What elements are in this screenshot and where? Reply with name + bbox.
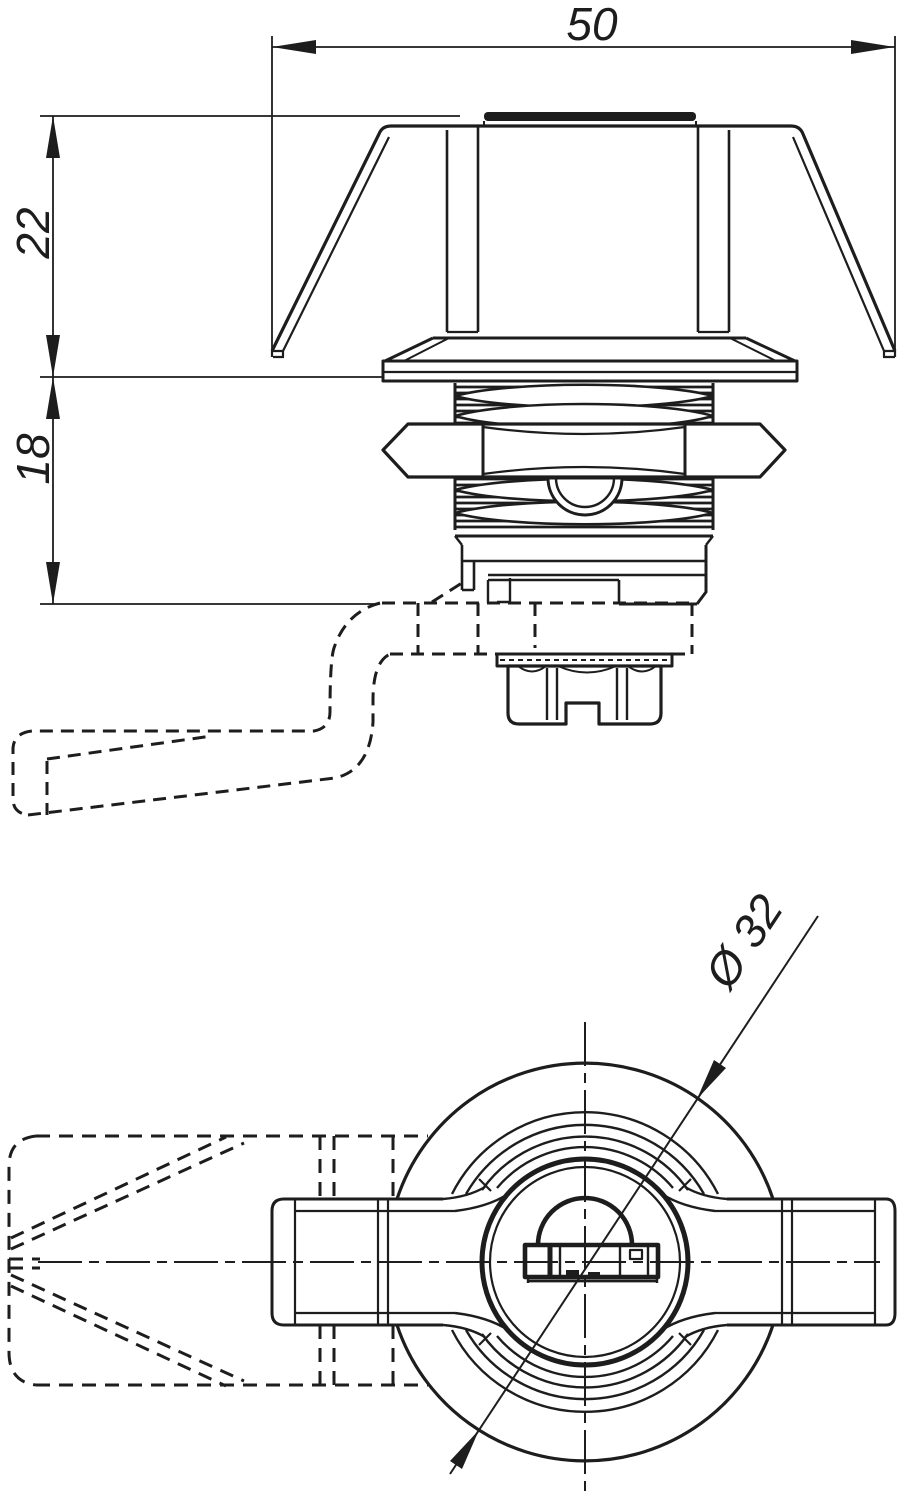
dim-22-label: 22 <box>7 207 59 259</box>
cam-arm-upper-edge <box>11 601 381 817</box>
cam-arm-tip-edges <box>45 734 213 815</box>
body-base-outline <box>455 534 713 606</box>
dim-18-label: 18 <box>7 433 59 485</box>
dim-50-lines <box>271 36 896 352</box>
right-wing-outline <box>727 1197 897 1327</box>
body-base-tab <box>460 545 621 604</box>
dim-22-lines <box>40 115 460 378</box>
plug-dome-outer <box>546 476 624 517</box>
knob-skirt-outline <box>270 124 897 352</box>
dim-22-arrow-bottom <box>46 335 60 377</box>
keyway-dividers <box>526 1245 659 1283</box>
screw-head-outline <box>506 664 663 726</box>
dim-50-label: 50 <box>566 0 618 50</box>
screw-head-inner-edges <box>545 668 629 720</box>
diameter-arrow-top <box>697 1060 726 1099</box>
keyway-tab-2 <box>588 1272 600 1277</box>
cam-bottom-bend-diagonals <box>9 1135 245 1388</box>
knob-skirt-inner-lines <box>282 136 886 352</box>
spindle-screw <box>495 652 674 726</box>
keyway-tab-1 <box>566 1270 579 1276</box>
cam-lever-bottom-phantom <box>7 1134 428 1388</box>
diameter-arrow-bottom <box>450 1430 479 1469</box>
centerline-cross <box>38 1022 880 1492</box>
dim-50-arrow-right <box>851 40 895 54</box>
dim-50-arrow-left <box>272 40 316 54</box>
keyway <box>522 1195 661 1283</box>
dimension-head-height-22: 22 <box>7 115 460 378</box>
body-base-steps <box>454 535 714 604</box>
dim-18-lines <box>40 377 380 605</box>
cam-hub-hidden-edges <box>382 579 694 656</box>
dim-22-arrow-top <box>46 116 60 158</box>
knob-cap <box>270 112 897 359</box>
cam-arm-lower-edge <box>27 652 391 817</box>
dimension-width-50: 50 <box>271 0 896 352</box>
nut-outline <box>381 422 787 479</box>
cam-bottom-bend-lines <box>318 1136 395 1385</box>
nut-facet-edges <box>481 424 687 477</box>
centerlines <box>38 1022 880 1492</box>
ear-transition-curves <box>442 1185 728 1339</box>
diameter-label: Ø 32 <box>693 885 793 999</box>
nut-facet-arcs <box>482 425 686 476</box>
front-view: 50 22 18 <box>7 0 897 817</box>
hex-nut <box>381 422 787 479</box>
knob-inner-cylinder-edges <box>445 127 731 332</box>
screw-head-top-arcs <box>517 665 657 674</box>
dimension-thread-length-18: 18 <box>7 377 380 605</box>
diameter-leader-line <box>449 915 819 1475</box>
cam-bottom-outline <box>7 1134 428 1387</box>
knob-top-grip-band <box>484 112 696 121</box>
knob-band-connectors <box>483 121 697 126</box>
dim-18-arrow-bottom <box>46 562 60 604</box>
knob-skirt-feet <box>270 349 897 359</box>
collar-cone-inner-lines <box>403 337 777 362</box>
plug-dome-inner <box>554 477 616 509</box>
bottom-view: Ø 32 <box>7 885 897 1492</box>
cylinder-plug-dome <box>546 476 624 517</box>
cam-lever-front-phantom <box>11 579 694 817</box>
body-base <box>454 534 714 606</box>
collar-cone-outline <box>384 336 796 363</box>
dim-18-arrow-top <box>46 377 60 419</box>
collar-flange <box>381 336 799 383</box>
arc-step-ticks <box>478 1178 692 1346</box>
keyway-small-box <box>628 1248 644 1261</box>
